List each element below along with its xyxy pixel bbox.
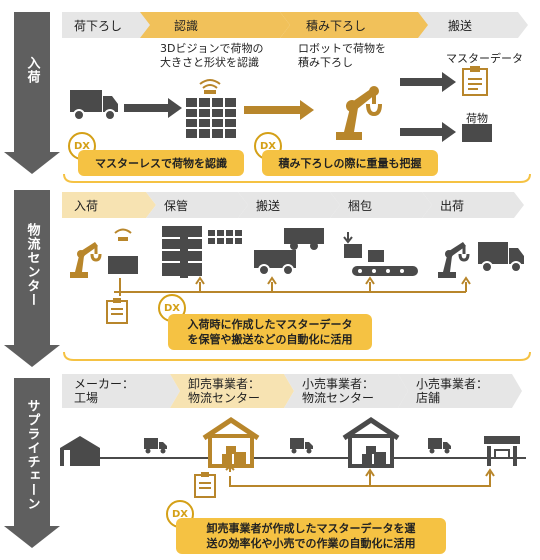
section-label-supply: サプライチェーン xyxy=(24,399,40,511)
callout-master-data-reuse: 入荷時に作成したマスターデータ を保管や搬送などの自動化に活用 xyxy=(168,314,372,350)
scanner-icon xyxy=(199,79,221,94)
arrow-right-icon xyxy=(244,100,314,120)
goods-box-icon xyxy=(108,256,138,274)
side-bar-supply xyxy=(14,378,50,526)
step-packing: 梱包 xyxy=(330,192,432,218)
forklift-icon xyxy=(254,228,324,276)
step-retail-logistics: 小売事業者： 物流センター xyxy=(284,374,408,408)
arrow-right-icon xyxy=(400,72,456,92)
truck-icon xyxy=(70,90,118,121)
callout-weight: 積み下ろしの際に重量も把握 xyxy=(262,150,438,176)
small-truck-icon xyxy=(428,438,451,454)
callout-wholesaler-master-data: 卸売事業者が作成したマスターデータを運 送の効率化や小売での作業の自動化に活用 xyxy=(176,518,446,554)
warehouse-icon xyxy=(342,416,400,468)
step-storage: 保管 xyxy=(146,192,248,218)
truck-icon xyxy=(478,242,524,273)
flow-connector xyxy=(114,276,471,296)
desc-recognition: 3Dビジョンで荷物の 大きさと形状を認識 xyxy=(160,42,264,69)
side-arrowhead-supply xyxy=(4,526,60,548)
step-manufacturer: メーカー： 工場 xyxy=(62,374,180,408)
small-truck-icon xyxy=(290,438,313,454)
goods-box-icon xyxy=(462,124,492,142)
bracket-line xyxy=(63,351,531,361)
side-arrowhead-unloading xyxy=(4,152,60,174)
boxes-stack-icon xyxy=(186,98,236,138)
step-recognition: 認識 xyxy=(140,12,290,38)
master-data-label: マスターデータ xyxy=(446,52,523,65)
bracket-line xyxy=(63,173,531,183)
step-shipping: 出荷 xyxy=(422,192,524,218)
warehouse-icon xyxy=(202,416,260,468)
side-bar-unloading xyxy=(14,12,50,152)
section-label-logistics: 物流センター xyxy=(24,223,40,307)
robot-arm-icon xyxy=(336,86,382,140)
step-conveyance: 搬送 xyxy=(238,192,340,218)
scanner-icon xyxy=(114,228,132,241)
step-unloading: 荷下ろし xyxy=(62,12,152,38)
conveyor-icon xyxy=(343,232,418,276)
store-icon xyxy=(484,436,520,466)
factory-icon xyxy=(60,436,100,466)
document-icon xyxy=(194,472,216,498)
step-loading: 積み下ろし xyxy=(280,12,430,38)
step-wholesaler: 卸売事業者： 物流センター xyxy=(170,374,294,408)
step-transport: 搬送 xyxy=(418,12,528,38)
small-truck-icon xyxy=(144,438,167,454)
flow-connector xyxy=(225,464,495,487)
arrow-right-icon xyxy=(124,98,182,118)
section-label-unloading: 入荷 xyxy=(24,56,40,84)
side-bar-logistics xyxy=(14,190,50,345)
robot-arm-icon xyxy=(70,242,102,278)
desc-robot: ロボットで荷物を 積み下ろし xyxy=(298,42,386,69)
step-retail-store: 小売事業者： 店舗 xyxy=(398,374,522,408)
document-icon xyxy=(462,66,488,96)
flow-line xyxy=(100,457,526,459)
goods-label: 荷物 xyxy=(466,112,488,125)
storage-rack-icon xyxy=(162,226,242,278)
document-icon xyxy=(106,298,128,324)
step-receiving: 入荷 xyxy=(62,192,156,218)
side-arrowhead-logistics xyxy=(4,345,60,367)
callout-masterless: マスターレスで荷物を認識 xyxy=(78,150,244,176)
robot-arm-icon xyxy=(438,242,470,278)
arrow-right-icon xyxy=(400,122,456,142)
